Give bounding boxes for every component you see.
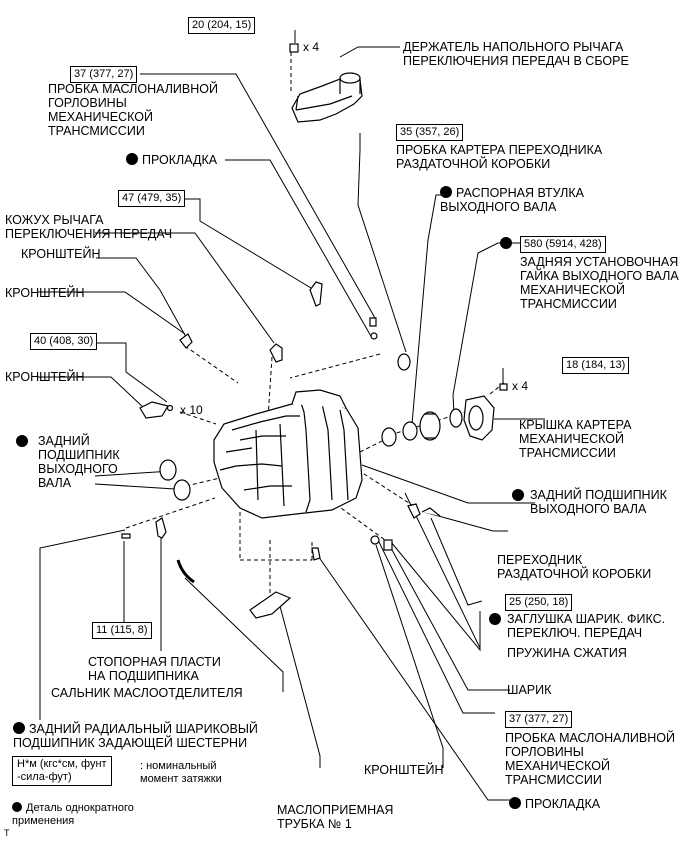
label-shift-lever-housing: КОЖУХ РЫЧАГА ПЕРЕКЛЮЧЕНИЯ ПЕРЕДАЧ [5, 213, 173, 241]
label-rear-bearing-right: ЗАДНИЙ ПОДШИПНИК ВЫХОДНОГО ВАЛА [512, 488, 667, 516]
label-filler-plug-bottom: ПРОБКА МАСЛОНАЛИВНОЙ ГОРЛОВИНЫ МЕХАНИЧЕС… [505, 731, 675, 787]
label-filler-plug-top: ПРОБКА МАСЛОНАЛИВНОЙ ГОРЛОВИНЫ МЕХАНИЧЕС… [48, 82, 218, 138]
non-reusable-dot [509, 797, 521, 809]
label-transfer-adapter: ПЕРЕХОДНИК РАЗДАТОЧНОЙ КОРОБКИ [497, 553, 652, 581]
torque-spec: 35 (357, 26) [396, 124, 464, 141]
label-drive-bearing: ЗАДНИЙ РАДИАЛЬНЫЙ ШАРИКОВЫЙ ПОДШИПНИК ЗА… [13, 722, 258, 750]
non-reusable-dot [13, 722, 25, 734]
quantity-label: x 4 [512, 379, 529, 393]
non-reusable-dot [512, 489, 524, 501]
quantity-label: x 4 [303, 40, 320, 54]
non-reusable-dot [126, 153, 138, 165]
torque-spec: 47 (479, 35) [118, 190, 186, 207]
label-gasket-bottom: ПРОКЛАДКА [509, 797, 600, 811]
torque-spec: 11 (115, 8) [92, 622, 152, 639]
label-spring: ПРУЖИНА СЖАТИЯ [507, 646, 627, 660]
label-rear-nut-text: ЗАДНЯЯ УСТАНОВОЧНАЯ ГАЙКА ВЫХОДНОГО ВАЛА… [520, 255, 679, 311]
label-bracket: КРОНШТЕЙН [5, 286, 85, 300]
corner-mark: T [4, 828, 10, 838]
label-transfer-adapter-plug: ПРОБКА КАРТЕРА ПЕРЕХОДНИКА РАЗДАТОЧНОЙ К… [396, 143, 603, 171]
torque-spec: 25 (250, 18) [505, 594, 573, 611]
label-shift-lever-retainer: ДЕРЖАТЕЛЬ НАПОЛЬНОГО РЫЧАГА ПЕРЕКЛЮЧЕНИЯ… [403, 40, 629, 68]
label-oil-pipe: МАСЛОПРИЕМНАЯ ТРУБКА № 1 [277, 803, 394, 831]
torque-spec: 18 (184, 13) [562, 357, 630, 374]
label-bracket: КРОНШТЕЙН [5, 370, 85, 384]
label-spacer: РАСПОРНАЯ ВТУЛКА ВЫХОДНОГО ВАЛА [440, 186, 584, 214]
torque-spec: 37 (377, 27) [70, 66, 138, 83]
non-reusable-dot [12, 802, 22, 812]
label-ball: ШАРИК [507, 683, 552, 697]
torque-spec: 20 (204, 15) [188, 17, 256, 34]
label-rear-bearing-left: ЗАДНИЙ ПОДШИПНИК ВЫХОДНОГО ВАЛА [16, 434, 120, 490]
torque-spec: 40 (408, 30) [30, 333, 98, 350]
non-reusable-dot [440, 186, 452, 198]
legend-torque-desc: : номинальный момент затяжки [140, 760, 222, 785]
legend-non-reusable: Деталь однократного применения [12, 802, 134, 827]
legend-torque-unit: Н*м (кгс*см, фунт -сила-фут) [12, 756, 112, 786]
label-retainer-plate: СТОПОРНАЯ ПЛАСТИ НА ПОДШИПНИКА [88, 655, 221, 683]
torque-spec: 37 (377, 27) [505, 711, 573, 728]
label-detent-plug: ЗАГЛУШКА ШАРИК. ФИКС. ПЕРЕКЛЮЧ. ПЕРЕДАЧ [489, 612, 665, 640]
non-reusable-dot [489, 613, 501, 625]
quantity-label: x 10 [180, 403, 203, 417]
label-bracket: КРОНШТЕЙН [21, 247, 101, 261]
label-rear-nut [500, 237, 516, 251]
label-oil-separator: САЛЬНИК МАСЛООТДЕЛИТЕЛЯ [51, 686, 243, 700]
label-bracket: КРОНШТЕЙН [364, 763, 444, 777]
label-gasket-top: ПРОКЛАДКА [126, 153, 217, 167]
non-reusable-dot [16, 435, 28, 447]
label-case-cover: КРЫШКА КАРТЕРА МЕХАНИЧЕСКОЙ ТРАНСМИССИИ [519, 418, 632, 460]
non-reusable-dot [500, 237, 512, 249]
torque-spec: 580 (5914, 428) [520, 236, 606, 253]
